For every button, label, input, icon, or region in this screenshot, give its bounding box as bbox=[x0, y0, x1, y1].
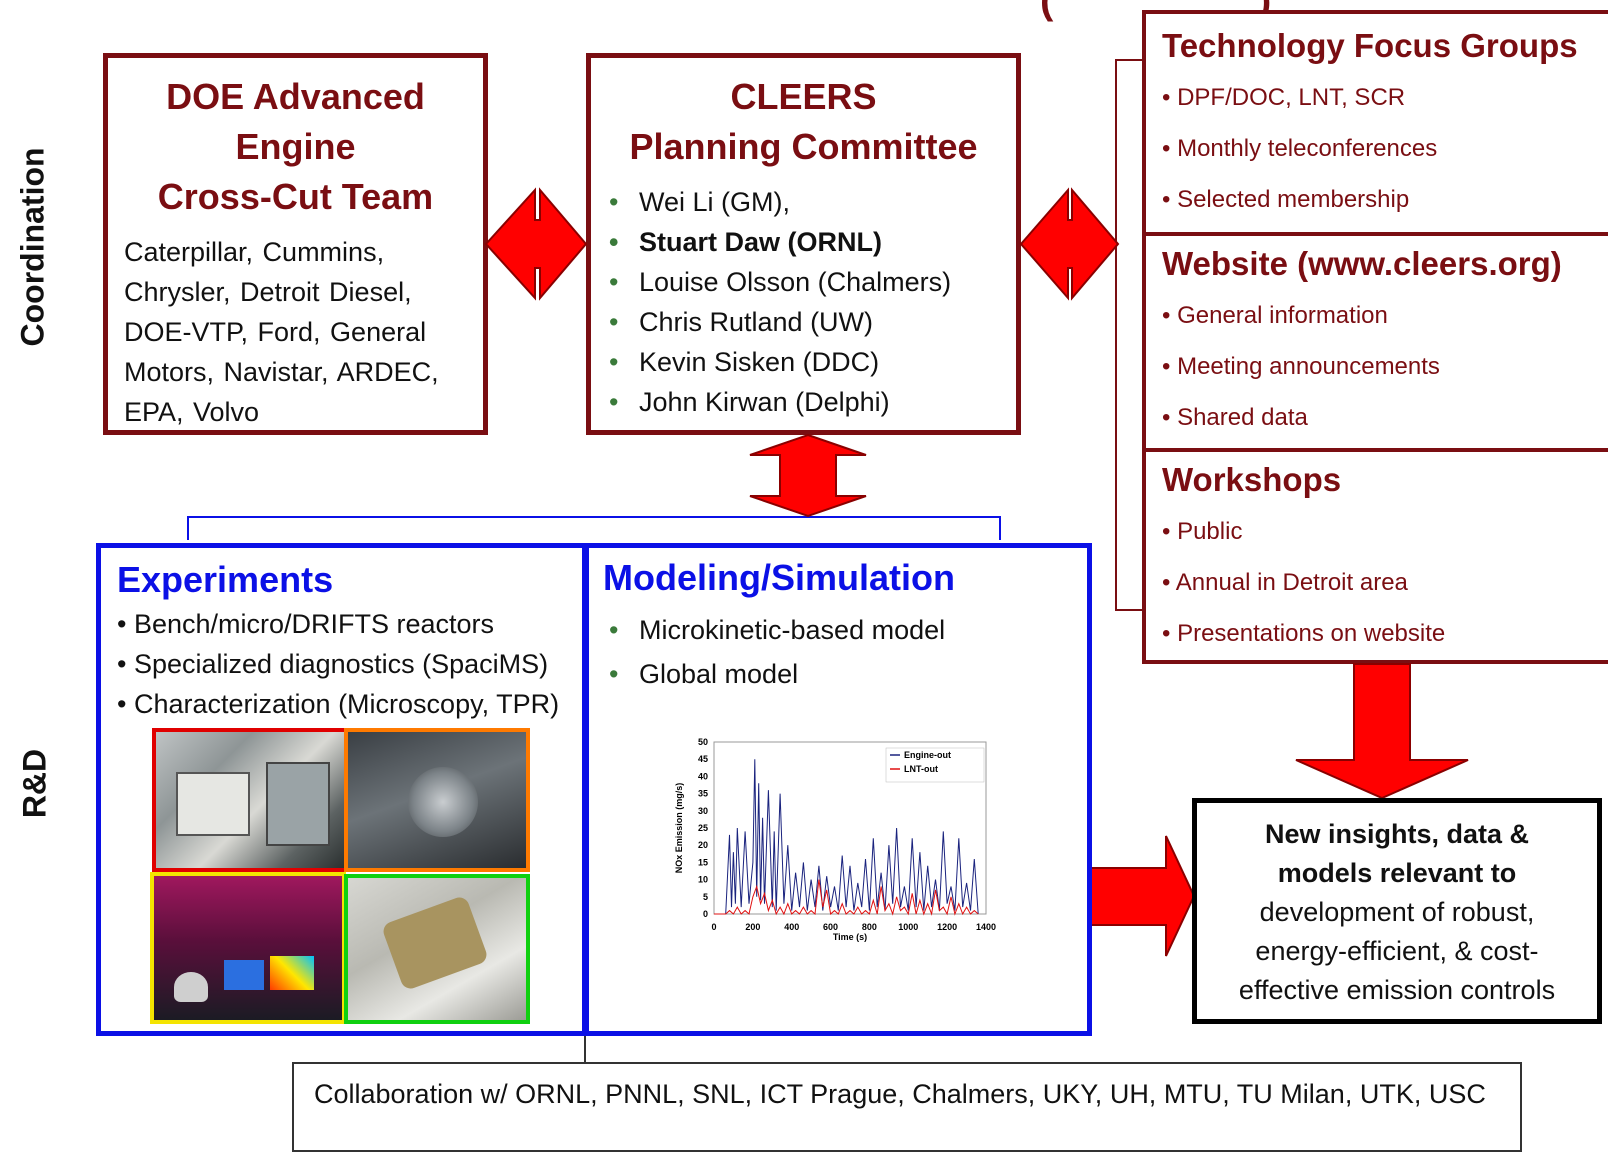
website-section: Website (www.cleers.org) General informa… bbox=[1146, 236, 1608, 448]
insights-line: energy-efficient, & cost- bbox=[1255, 936, 1539, 966]
doe-title-line-2: Engine bbox=[235, 126, 356, 167]
y-tick-label: 5 bbox=[703, 892, 708, 902]
focus-groups-title: Technology Focus Groups bbox=[1162, 27, 1578, 64]
insights-bold-line: New insights, data & bbox=[1264, 819, 1530, 849]
focus-groups-section: Technology Focus Groups DPF/DOC, LNT, SC… bbox=[1146, 14, 1608, 232]
legend-box bbox=[885, 747, 985, 783]
double-arrow-vertical bbox=[749, 433, 867, 518]
focus-groups-item: Selected membership bbox=[1162, 174, 1594, 225]
collaboration-box: Collaboration w/ ORNL, PNNL, SNL, ICT Pr… bbox=[292, 1062, 1522, 1152]
x-tick-label: 1400 bbox=[976, 922, 996, 932]
lab-photo-bench bbox=[152, 728, 348, 872]
planning-title-line-1: CLEERS bbox=[730, 76, 877, 117]
workshops-title: Workshops bbox=[1162, 461, 1342, 498]
website-item: Shared data bbox=[1162, 392, 1594, 443]
rd-bracket bbox=[187, 516, 1001, 540]
y-tick-label: 40 bbox=[698, 771, 708, 781]
y-tick-label: 35 bbox=[698, 789, 708, 799]
doe-title-line-1: DOE Advanced bbox=[166, 76, 425, 117]
right-panel: Technology Focus Groups DPF/DOC, LNT, SC… bbox=[1142, 10, 1608, 664]
y-tick-label: 20 bbox=[698, 840, 708, 850]
website-title: Website (www.cleers.org) bbox=[1162, 245, 1562, 282]
website-item: General information bbox=[1162, 290, 1594, 341]
y-tick-label: 25 bbox=[698, 823, 708, 833]
lab-photo-reactor bbox=[344, 728, 530, 872]
insights-bold-line: models relevant to bbox=[1277, 858, 1517, 888]
lab-photo-microscopy bbox=[150, 872, 346, 1024]
y-axis-label: NOx Emission (mg/s) bbox=[674, 783, 684, 874]
website-item: Meeting announcements bbox=[1162, 341, 1594, 392]
x-tick-label: 800 bbox=[862, 922, 877, 932]
collaboration-text: Collaboration w/ ORNL, PNNL, SNL, ICT Pr… bbox=[314, 1079, 1486, 1109]
planning-member: Louise Olsson (Chalmers) bbox=[603, 262, 1004, 302]
modeling-title: Modeling/Simulation bbox=[603, 557, 955, 598]
arrow-down-insights bbox=[1295, 663, 1469, 800]
divider bbox=[1146, 448, 1608, 452]
planning-committee-box: CLEERS Planning Committee Wei Li (GM), S… bbox=[586, 53, 1021, 435]
legend-label: LNT-out bbox=[904, 764, 938, 774]
planning-member: John Kirwan (Delphi) bbox=[603, 382, 1004, 422]
series-line-engine-out bbox=[714, 759, 979, 915]
experiments-box: Experiments Bench/micro/DRIFTS reactors … bbox=[96, 543, 589, 1036]
right-bracket bbox=[1115, 59, 1142, 611]
doe-team-members: Caterpillar, Cummins, Chrysler, Detroit … bbox=[124, 237, 439, 427]
x-tick-label: 0 bbox=[711, 922, 716, 932]
experiments-item: Characterization (Microscopy, TPR) bbox=[117, 684, 568, 724]
experiments-title: Experiments bbox=[117, 559, 334, 600]
y-tick-label: 50 bbox=[698, 737, 708, 747]
modeling-item: Microkinetic-based model bbox=[603, 610, 1071, 650]
planning-title: CLEERS Planning Committee bbox=[603, 72, 1004, 172]
divider bbox=[1146, 232, 1608, 236]
workshops-item: Annual in Detroit area bbox=[1162, 557, 1594, 608]
planning-member: Wei Li (GM), bbox=[603, 182, 1004, 222]
workshops-item: Presentations on website bbox=[1162, 608, 1594, 659]
y-tick-label: 30 bbox=[698, 806, 708, 816]
x-tick-label: 400 bbox=[784, 922, 799, 932]
experiments-item: Specialized diagnostics (SpaciMS) bbox=[117, 644, 568, 684]
planning-member: Stuart Daw (ORNL) bbox=[603, 222, 1004, 262]
x-tick-label: 200 bbox=[745, 922, 760, 932]
x-tick-label: 1000 bbox=[898, 922, 918, 932]
y-tick-label: 45 bbox=[698, 754, 708, 764]
focus-groups-item: Monthly teleconferences bbox=[1162, 123, 1594, 174]
doe-team-box: DOE Advanced Engine Cross-Cut Team Cater… bbox=[103, 53, 488, 435]
doe-team-title: DOE Advanced Engine Cross-Cut Team bbox=[124, 72, 467, 222]
legend-label: Engine-out bbox=[904, 750, 951, 760]
y-tick-label: 0 bbox=[703, 909, 708, 919]
workshops-item: Public bbox=[1162, 506, 1594, 557]
experiments-item: Bench/micro/DRIFTS reactors bbox=[117, 604, 568, 644]
lab-photo-sample bbox=[344, 874, 530, 1024]
double-arrow-cleers-panel bbox=[1019, 187, 1120, 301]
x-tick-label: 600 bbox=[823, 922, 838, 932]
insights-line: effective emission controls bbox=[1238, 975, 1556, 1005]
x-tick-label: 1200 bbox=[937, 922, 957, 932]
planning-title-line-2: Planning Committee bbox=[629, 126, 978, 167]
header-partial: ( bbox=[1040, 0, 1054, 22]
modeling-item: Global model bbox=[603, 654, 1071, 694]
doe-title-line-3: Cross-Cut Team bbox=[157, 176, 434, 217]
workshops-section: Workshops Public Annual in Detroit area … bbox=[1146, 452, 1608, 662]
insights-line: development of robust, bbox=[1259, 897, 1535, 927]
focus-groups-item: DPF/DOC, LNT, SCR bbox=[1162, 72, 1594, 123]
x-axis-label: Time (s) bbox=[833, 932, 867, 942]
planning-member: Chris Rutland (UW) bbox=[603, 302, 1004, 342]
insights-box: New insights, data & models relevant to … bbox=[1192, 798, 1602, 1024]
y-tick-label: 15 bbox=[698, 857, 708, 867]
y-tick-label: 10 bbox=[698, 875, 708, 885]
arrow-right-insights bbox=[1090, 835, 1196, 957]
planning-members: Wei Li (GM), Stuart Daw (ORNL) Louise Ol… bbox=[603, 182, 1004, 422]
planning-member: Kevin Sisken (DDC) bbox=[603, 342, 1004, 382]
series-line-lnt-out bbox=[714, 879, 979, 916]
modeling-box: Modeling/Simulation Microkinetic-based m… bbox=[582, 543, 1092, 1036]
double-arrow-doe-cleers bbox=[484, 187, 588, 301]
nox-emission-chart: 0 5 10 15 20 25 30 35 40 45 50 0 200 400 600 800 1000 120… bbox=[674, 737, 996, 942]
